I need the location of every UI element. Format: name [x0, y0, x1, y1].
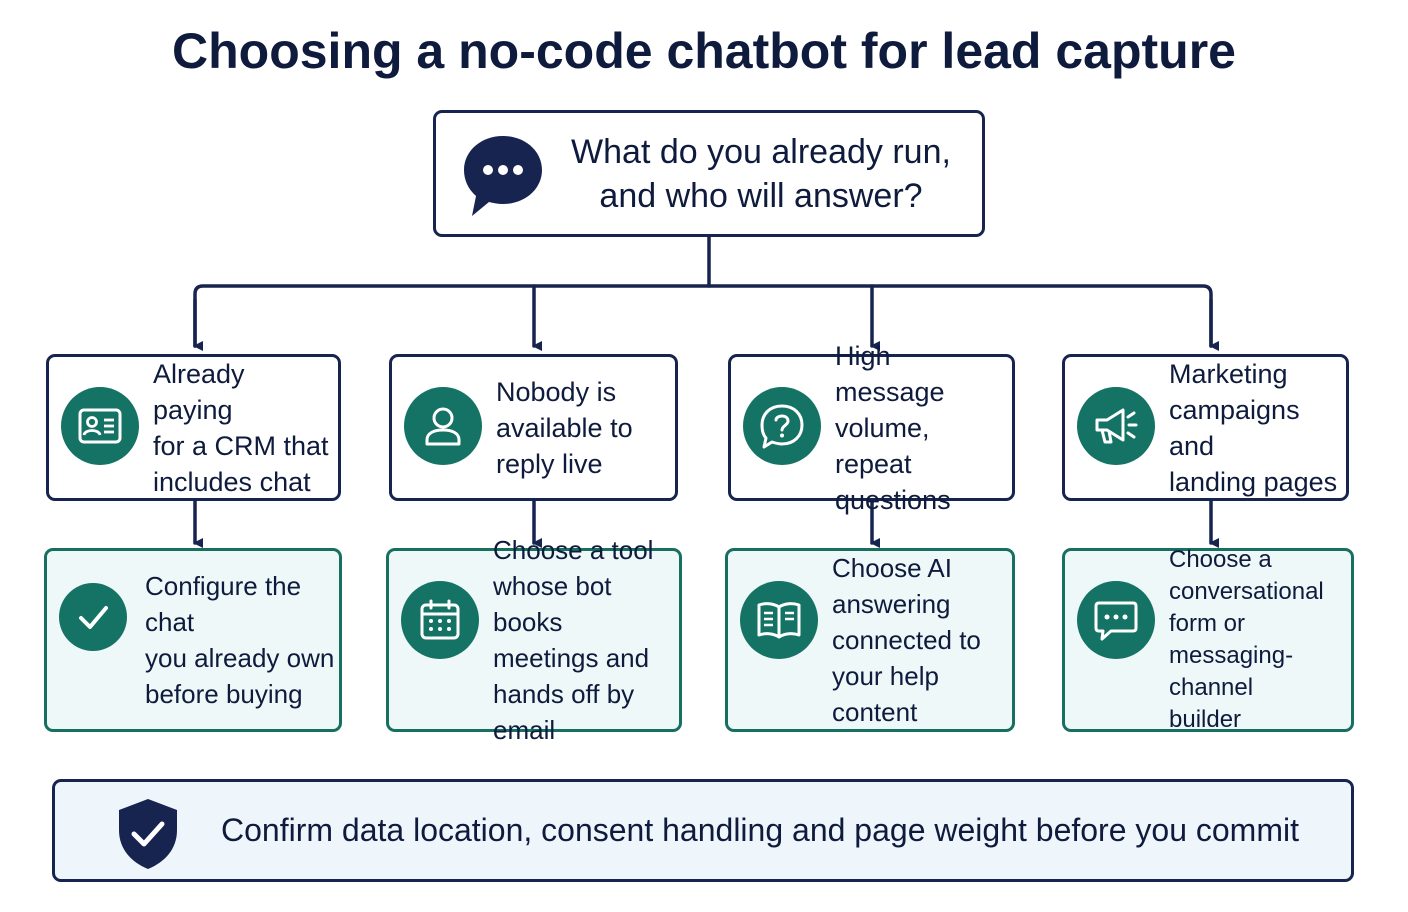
question-bubble-icon [743, 387, 821, 465]
condition-box-high-volume: High message volume, repeat questions [728, 340, 1015, 515]
condition-box-nobody-live: Nobody is available to reply live [389, 354, 678, 501]
shield-check-icon [119, 799, 177, 869]
outcome-box-configure-chat: Configure the chat you already own befor… [44, 548, 342, 732]
outcome-box-conversational-form: Choose a conversational form or messagin… [1062, 546, 1354, 733]
page-title: Choosing a no-code chatbot for lead capt… [172, 23, 1236, 79]
open-book-icon [740, 581, 818, 659]
checkmark-icon [59, 583, 127, 651]
condition-box-marketing: Marketing campaigns and landing pages [1062, 354, 1349, 501]
chat-bubble-icon [464, 136, 542, 216]
outcome-box-ai-answering: Choose AI answering connected to your he… [725, 548, 1015, 732]
person-icon [404, 387, 482, 465]
calendar-icon [401, 581, 479, 659]
outcome-text: Choose a tool whose bot books meetings a… [493, 535, 654, 745]
contact-card-icon [61, 387, 139, 465]
root-question-box: What do you already run, and who will an… [433, 110, 985, 237]
outcome-text: Configure the chat you already own befor… [145, 571, 335, 709]
footer-note-box: Confirm data location, consent handling … [52, 779, 1354, 882]
outcome-text: Choose a conversational form or messagin… [1169, 546, 1324, 733]
condition-text: Already paying for a CRM that includes c… [153, 358, 329, 497]
chat-square-icon [1077, 581, 1155, 659]
condition-box-crm: Already paying for a CRM that includes c… [46, 354, 341, 501]
outcome-box-books-meetings: Choose a tool whose bot books meetings a… [386, 535, 682, 745]
condition-text: High message volume, repeat questions [835, 340, 951, 515]
condition-text: Nobody is available to reply live [496, 376, 633, 479]
megaphone-icon [1077, 387, 1155, 465]
condition-text: Marketing campaigns and landing pages [1169, 358, 1338, 497]
root-question-text: What do you already run, and who will an… [571, 132, 951, 215]
footer-note-text: Confirm data location, consent handling … [221, 812, 1299, 848]
outcome-text: Choose AI answering connected to your he… [832, 553, 981, 727]
branch-bar [193, 284, 1213, 348]
